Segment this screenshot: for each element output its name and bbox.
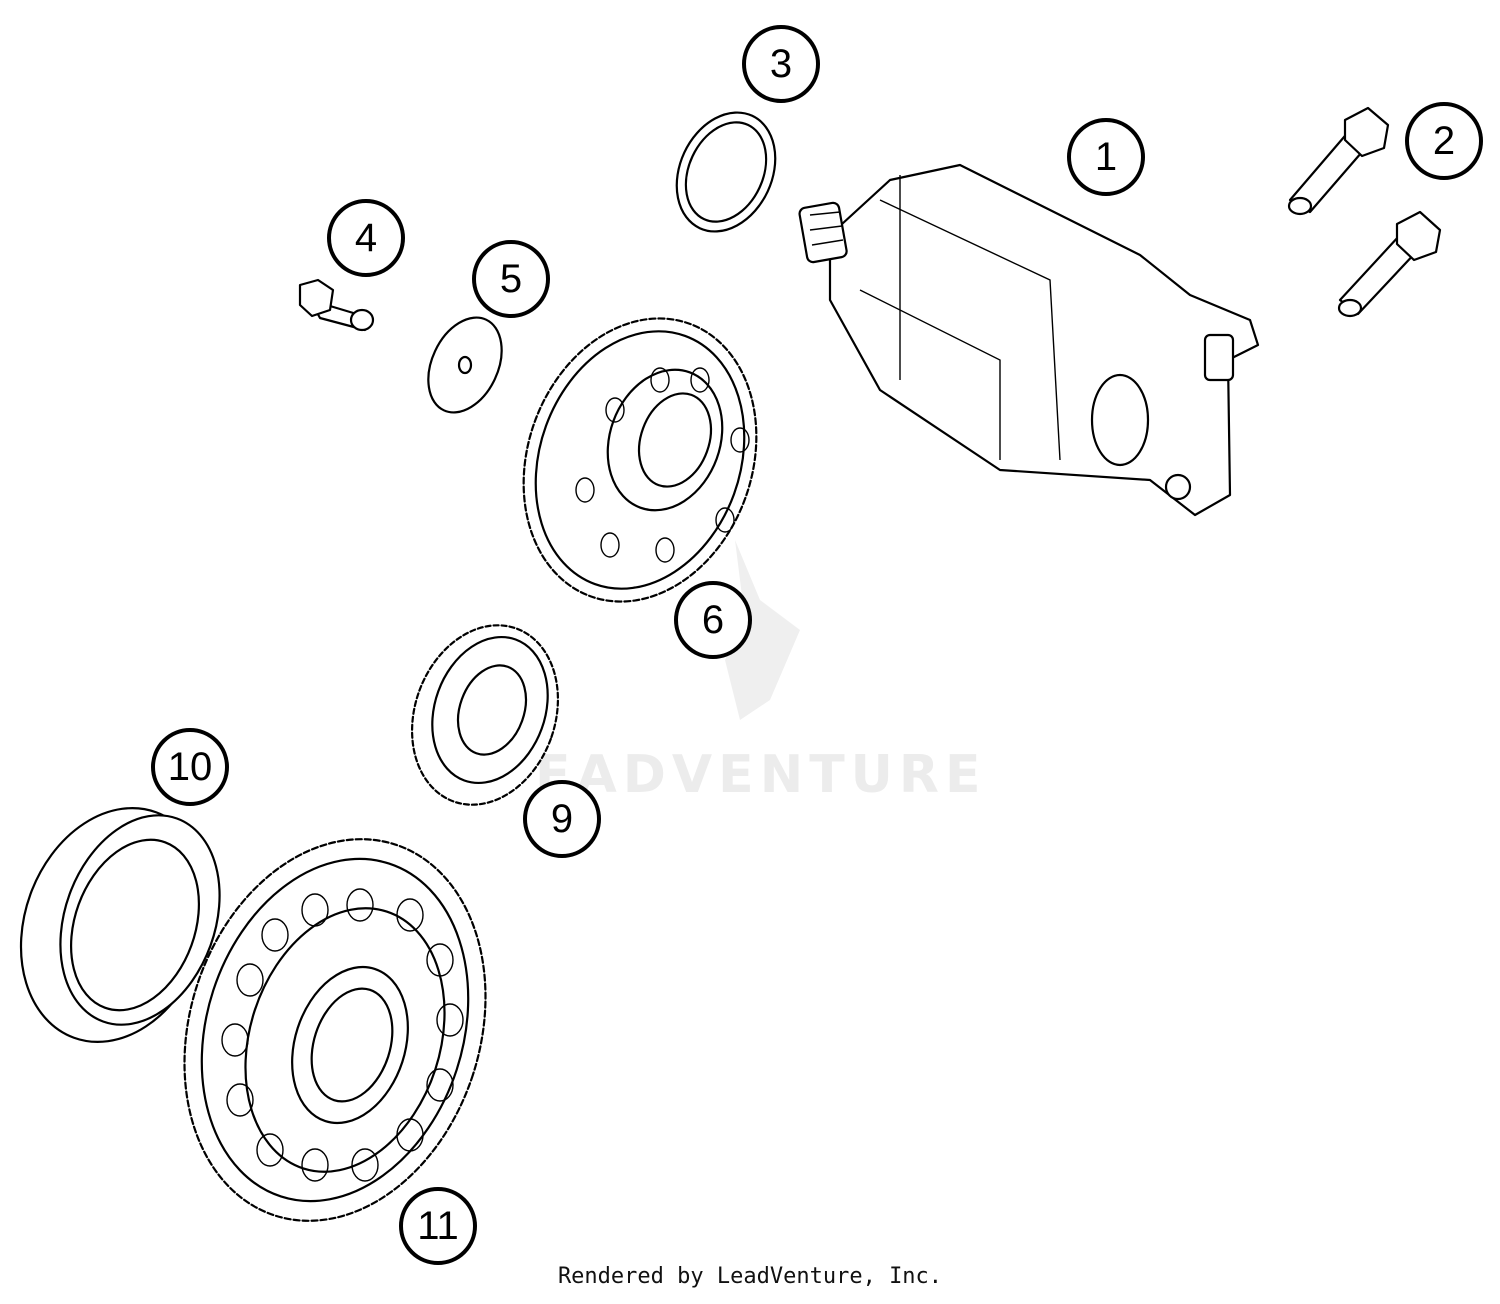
o-ring-part <box>675 111 777 233</box>
callout-4-label: 4 <box>355 216 377 260</box>
callout-11-label: 11 <box>417 1204 459 1248</box>
callout-3-label: 3 <box>770 42 792 86</box>
washer-part <box>427 316 503 414</box>
intermediate-gear-part <box>522 317 758 603</box>
starter-motor-part <box>798 163 1260 517</box>
callout-2: 2 <box>1405 102 1483 180</box>
callout-6-label: 6 <box>702 598 724 642</box>
watermark: EADVENTURE <box>535 540 986 805</box>
small-bolt-part <box>298 278 375 332</box>
callout-5: 5 <box>472 240 550 318</box>
callout-4: 4 <box>327 199 405 277</box>
bolt-part-upper <box>1287 106 1390 216</box>
render-credit: Rendered by LeadVenture, Inc. <box>557 1264 943 1289</box>
callout-6: 6 <box>674 581 752 659</box>
bearing-ring-part <box>19 807 221 1043</box>
callout-9-label: 9 <box>551 797 573 841</box>
callout-10-label: 10 <box>168 745 213 789</box>
callout-3: 3 <box>742 25 820 103</box>
callout-11: 11 <box>399 1187 477 1265</box>
callout-2-label: 2 <box>1433 119 1455 163</box>
callout-5-label: 5 <box>500 257 522 301</box>
callout-1: 1 <box>1067 118 1145 196</box>
watermark-text: EADVENTURE <box>535 745 986 805</box>
callout-9: 9 <box>523 780 601 858</box>
bolt-part-lower <box>1337 210 1442 318</box>
small-gear-part <box>410 624 560 806</box>
callout-1-label: 1 <box>1095 135 1117 179</box>
large-gear-part <box>183 838 487 1222</box>
callout-10: 10 <box>151 728 229 806</box>
